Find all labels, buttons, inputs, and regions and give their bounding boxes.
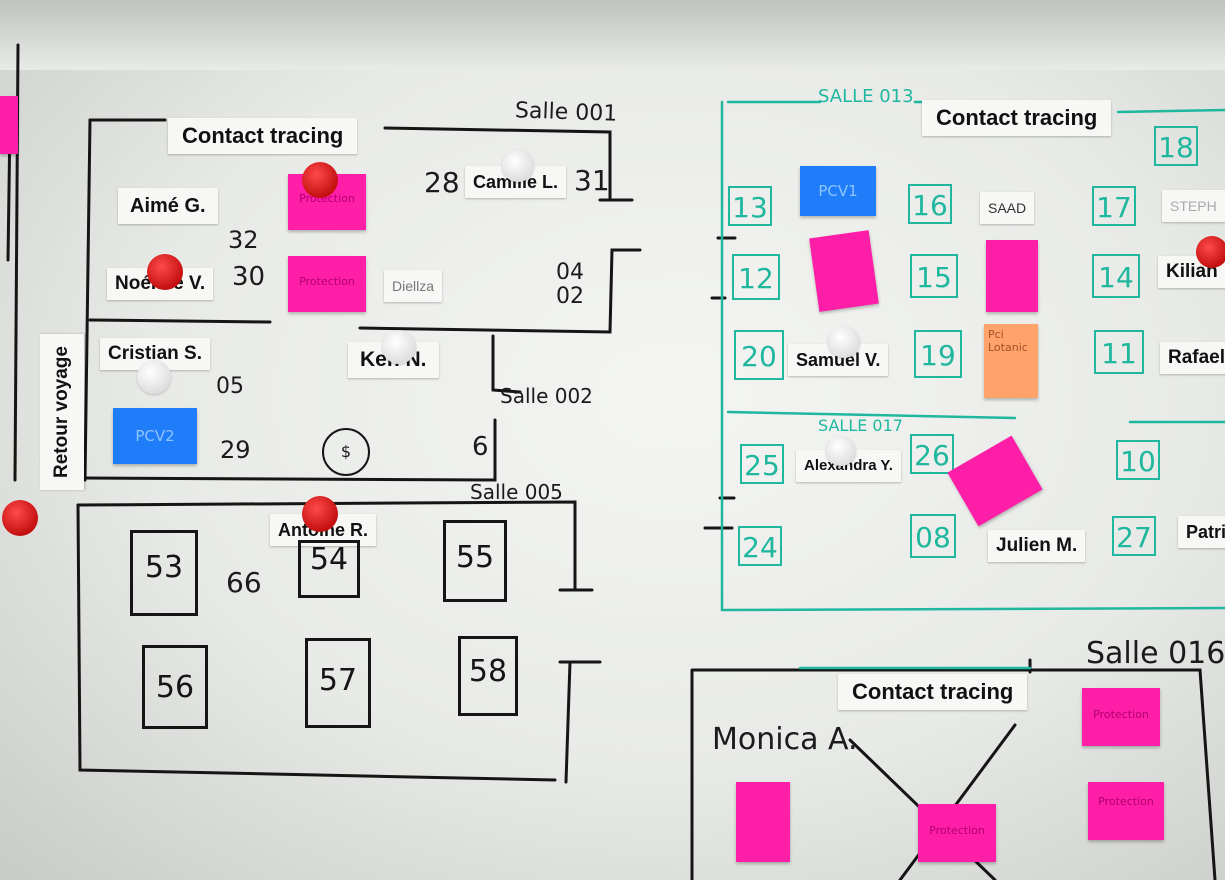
box-25: 25: [740, 444, 784, 484]
box-15: 15: [910, 254, 958, 298]
box-17: 17: [1092, 186, 1136, 226]
sticky-note-pink-right-1: [809, 230, 879, 312]
room-label-013: SALLE 013: [818, 86, 914, 107]
sticky-note-orange: Pci Lotanic: [984, 324, 1038, 398]
seat-55: 55: [443, 520, 507, 602]
box-14: 14: [1092, 254, 1140, 298]
red-magnet-1: [302, 162, 338, 198]
wall-top: [0, 0, 1225, 70]
name-tag-aime: Aimé G.: [118, 188, 218, 224]
sticky-note-pink-bottom-1: Protection: [1082, 688, 1160, 746]
sticky-note-pink-mid: Protection: [288, 256, 366, 312]
name-monica: Monica A.: [712, 722, 858, 757]
sticky-note-blue-left: PCV2: [113, 408, 197, 464]
contact-tracing-title-right: Contact tracing: [922, 100, 1112, 136]
red-magnet-2: [147, 254, 183, 290]
number-05: 05: [216, 374, 244, 399]
red-magnet-3: [302, 496, 338, 532]
number-28: 28: [424, 166, 460, 199]
name-tag-camille: Camille L.: [465, 166, 567, 198]
name-tag-saad: SAAD: [980, 192, 1035, 224]
box-26: 26: [910, 434, 954, 474]
white-magnet-right-2: [826, 436, 856, 466]
white-magnet-right-1: [828, 326, 860, 358]
number-04: 04: [556, 260, 584, 285]
money-doodle: $: [322, 428, 370, 476]
number-32: 32: [228, 226, 259, 254]
sticky-note-pink-right-2: [986, 240, 1038, 312]
sticky-note-pink-bottom-4: Protection: [1088, 782, 1164, 840]
retour-voyage-label: Retour voyage: [40, 334, 84, 490]
room-label-016: Salle 016: [1086, 636, 1225, 671]
red-magnet-edge: [2, 500, 38, 536]
box-10: 10: [1116, 440, 1160, 480]
box-19: 19: [914, 330, 962, 378]
name-tag-alexandra: Alexandra Y.: [796, 450, 901, 482]
white-magnet-1: [502, 150, 534, 182]
seat-53: 53: [130, 530, 198, 616]
number-29: 29: [220, 436, 251, 464]
room-label-002: Salle 002: [500, 384, 593, 408]
red-magnet-right: [1196, 236, 1225, 268]
box-18: 18: [1154, 126, 1198, 166]
room-label-005: Salle 005: [470, 480, 563, 504]
box-16: 16: [908, 184, 952, 224]
white-magnet-2: [137, 360, 171, 394]
sticky-note-edge: [0, 96, 18, 154]
box-08: 08: [910, 514, 956, 558]
number-02: 02: [556, 284, 584, 309]
seat-54: 54: [298, 540, 360, 598]
box-27: 27: [1112, 516, 1156, 556]
box-13: 13: [728, 186, 772, 226]
white-magnet-3: [382, 330, 416, 364]
number-31: 31: [574, 164, 610, 197]
name-tag-stephane: STEPH: [1162, 190, 1225, 222]
sticky-note-pink-bottom-3: Protection: [918, 804, 996, 862]
seat-56: 56: [142, 645, 208, 729]
room-label-017: SALLE 017: [818, 416, 903, 435]
box-20: 20: [734, 330, 784, 380]
contact-tracing-title-left: Contact tracing: [168, 118, 358, 154]
seat-58: 58: [458, 636, 518, 716]
sticky-note-blue-right: PCV1: [800, 166, 876, 216]
number-30: 30: [232, 262, 266, 292]
seat-57: 57: [305, 638, 371, 728]
number-66: 66: [226, 566, 262, 599]
name-tag-julien: Julien M.: [988, 530, 1086, 562]
box-24: 24: [738, 526, 782, 566]
number-6: 6: [472, 432, 489, 462]
room-label-001: Salle 001: [514, 98, 618, 127]
box-12: 12: [732, 254, 780, 300]
name-tag-patri: Patri: [1178, 516, 1225, 548]
contact-tracing-title-bottom: Contact tracing: [838, 674, 1028, 710]
sticky-note-pink-bottom-2: [736, 782, 790, 862]
box-11: 11: [1094, 330, 1144, 374]
name-tag-diellza: Diellza: [384, 270, 443, 302]
name-tag-rafaela: Rafaela: [1160, 342, 1225, 374]
